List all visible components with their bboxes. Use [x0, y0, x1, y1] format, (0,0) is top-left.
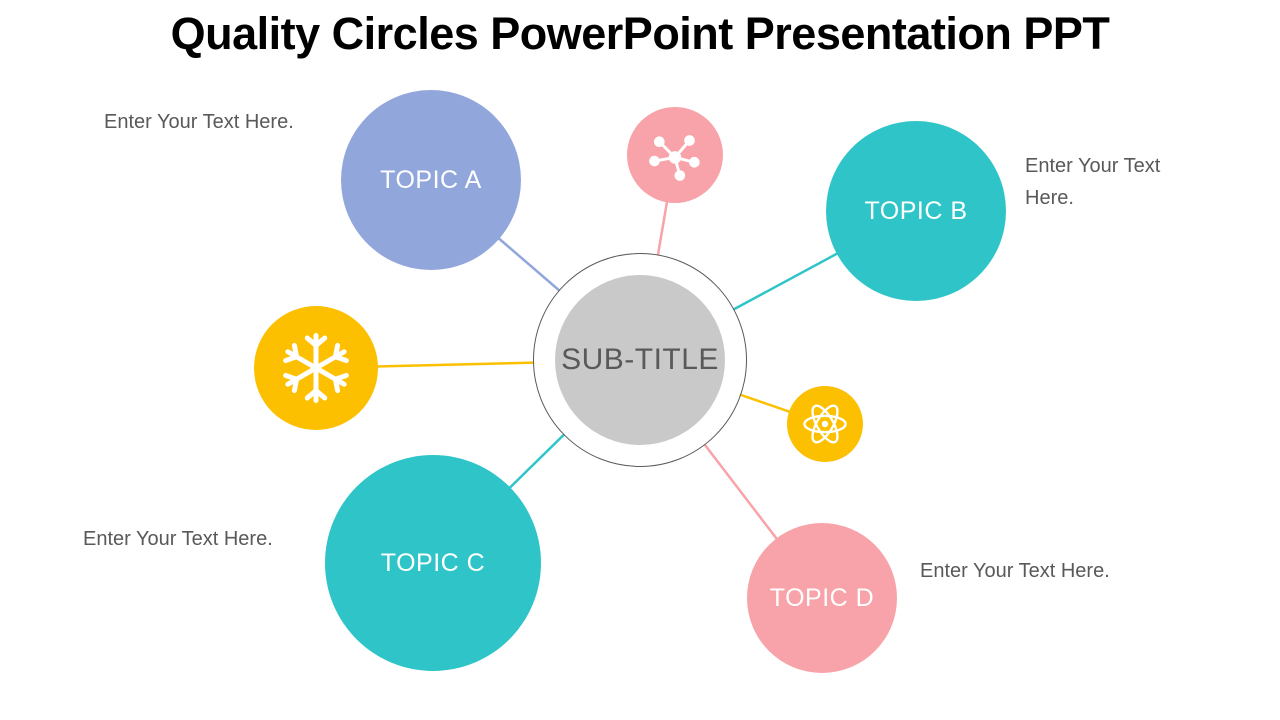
- annotation-right: Enter Your Text Here.: [1025, 155, 1161, 209]
- annotation-bottom-right: Enter Your Text Here.: [920, 560, 1110, 582]
- topic-c-label: TOPIC C: [380, 548, 486, 577]
- yellow-icon-circle-left: [254, 306, 378, 430]
- slide-title: Quality Circles PowerPoint Presentation …: [170, 8, 1110, 59]
- topic-b-label: TOPIC B: [864, 196, 968, 225]
- topic-d-label: TOPIC D: [769, 583, 875, 612]
- annotation-top-left: Enter Your Text Here.: [104, 111, 294, 133]
- topic-a-circle: TOPIC A: [341, 90, 521, 270]
- topic-b-circle: TOPIC B: [826, 121, 1006, 301]
- snowflake-icon: [276, 328, 356, 408]
- center-circle: SUB-TITLE: [533, 253, 747, 467]
- pink-icon-circle: [627, 107, 723, 203]
- topic-c-circle: TOPIC C: [325, 455, 541, 671]
- center-inner-circle: SUB-TITLE: [555, 275, 725, 445]
- atom-icon: [799, 398, 851, 450]
- topic-d-circle: TOPIC D: [747, 523, 897, 673]
- molecule-network-icon: [646, 126, 704, 184]
- topic-a-label: TOPIC A: [380, 165, 482, 194]
- center-label: SUB-TITLE: [561, 343, 719, 376]
- yellow-icon-circle-right: [787, 386, 863, 462]
- annotation-bottom-left: Enter Your Text Here.: [83, 528, 273, 550]
